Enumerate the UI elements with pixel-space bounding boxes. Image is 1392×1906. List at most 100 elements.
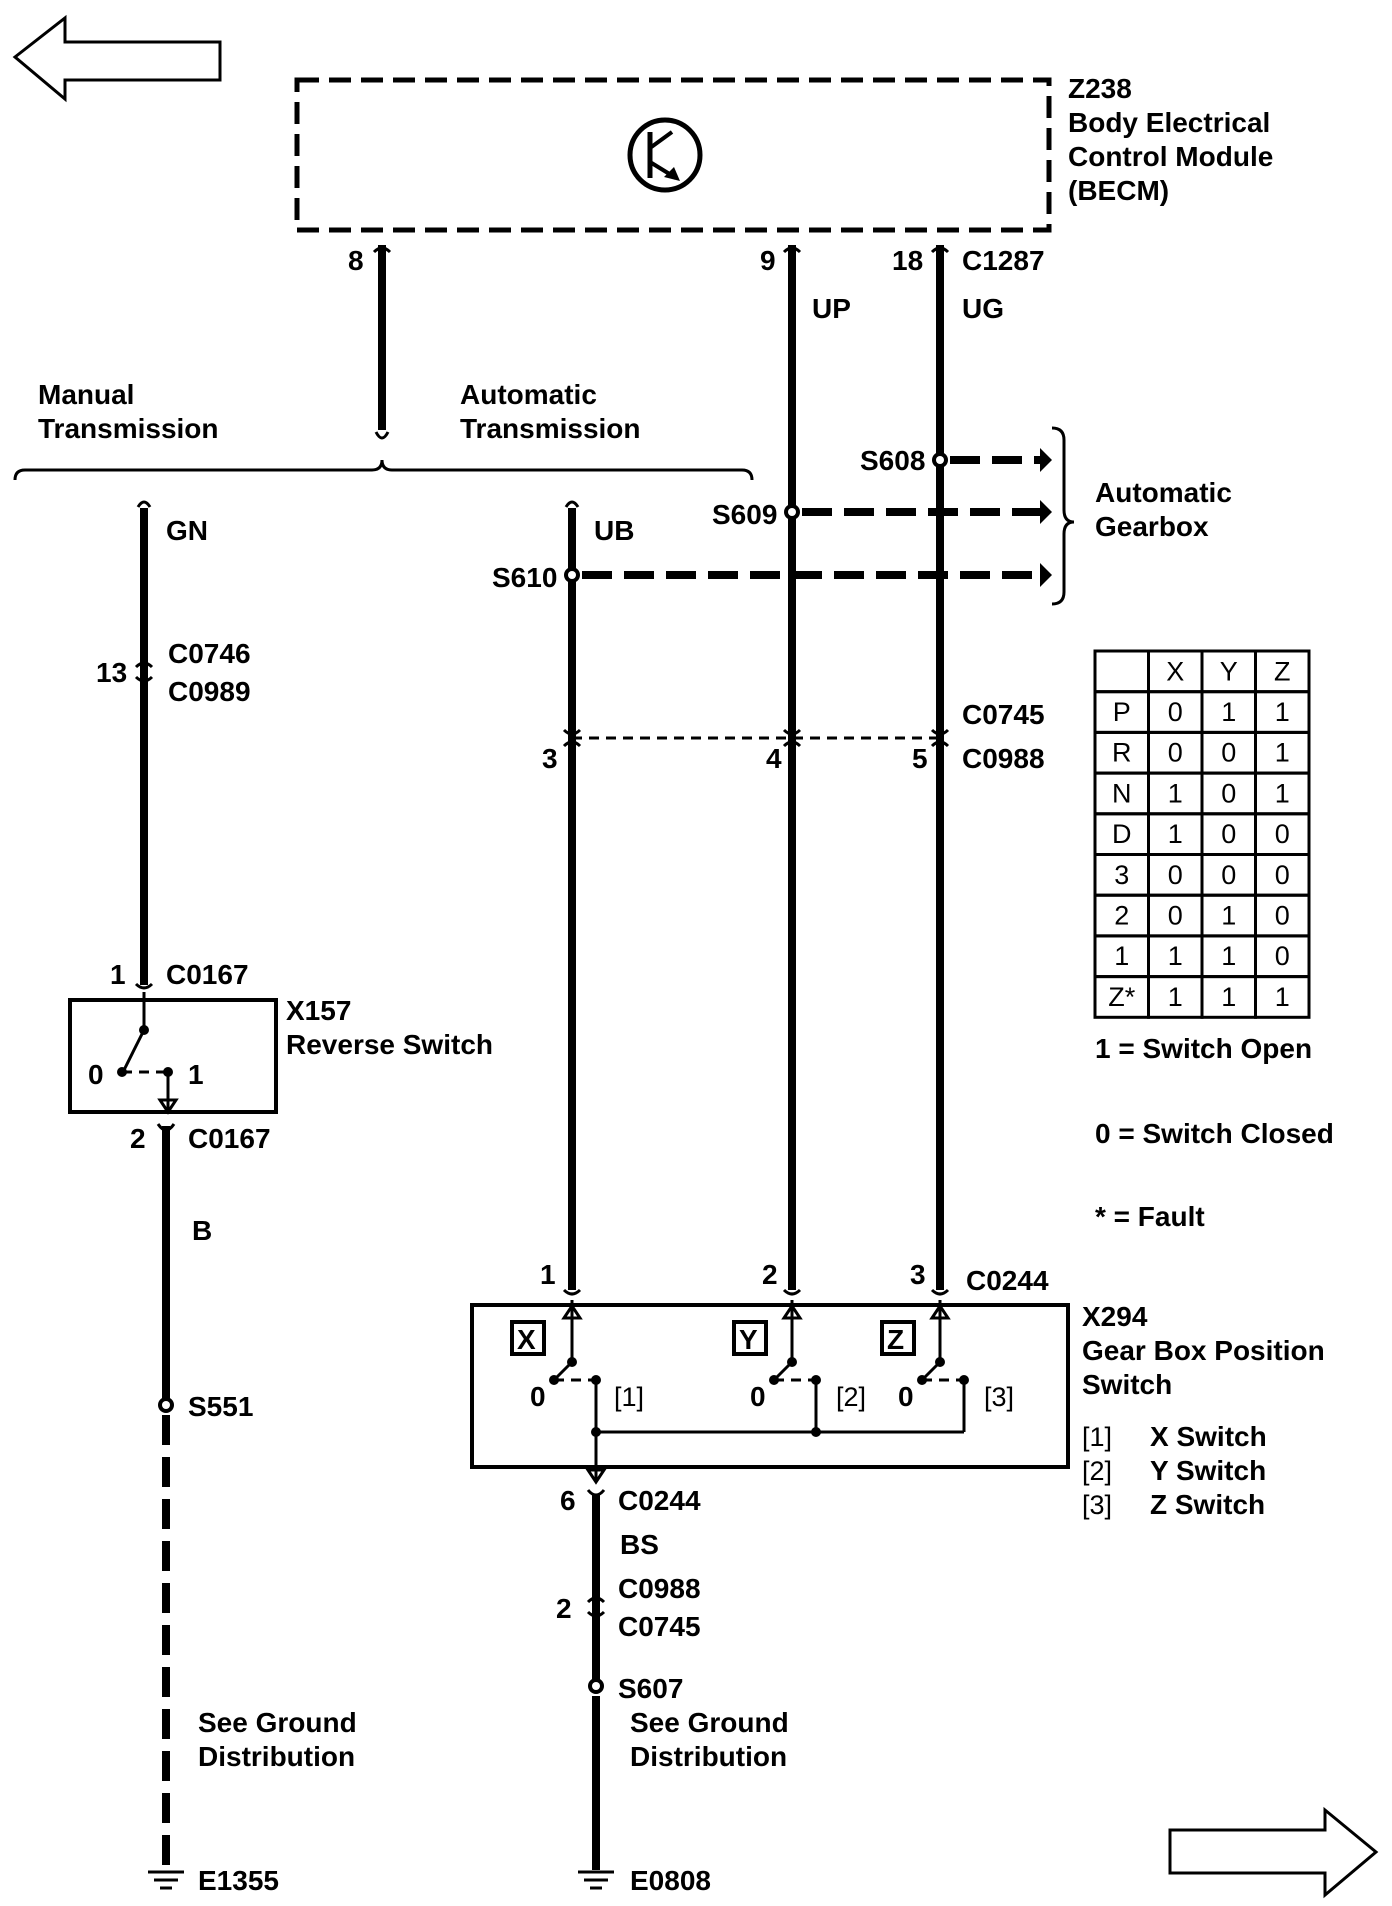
connector-c0746: C0746 [168, 638, 251, 669]
c0244-top: C0244 [966, 1265, 1049, 1296]
c0244-pin3: 3 [910, 1259, 926, 1290]
pin-5-c0745: 5 [912, 743, 928, 774]
y-switch-zero: 0 [750, 1381, 766, 1412]
transmission-bracket [13, 459, 754, 481]
reverse-switch-id: X157 [286, 995, 351, 1026]
ground-left-line1: See Ground [198, 1707, 357, 1738]
becm-name-line3: (BECM) [1068, 175, 1169, 206]
table-cell: 1 [1221, 941, 1236, 971]
connector-c0989: C0989 [168, 676, 251, 707]
table-cell: 1 [1275, 738, 1290, 768]
reverse-switch-pos0: 0 [88, 1059, 104, 1090]
wire-label-ug: UG [962, 293, 1004, 324]
table-cell: P [1113, 697, 1131, 727]
c0167-top: C0167 [166, 959, 249, 990]
table-cell: N [1112, 778, 1132, 808]
c0244-pin2: 2 [762, 1259, 778, 1290]
ground-right-line1: See Ground [630, 1707, 789, 1738]
table-header-cell: Z [1274, 656, 1291, 686]
becm-name-line2: Control Module [1068, 141, 1273, 172]
position-switch-name-line1: Gear Box Position [1082, 1335, 1325, 1366]
legend-name-1: X Switch [1150, 1421, 1267, 1452]
table-cell: 0 [1275, 860, 1290, 890]
c0244-pin1: 1 [540, 1259, 556, 1290]
next-page-arrow-icon[interactable] [1168, 1806, 1379, 1899]
ground-e0808-icon [578, 1870, 614, 1890]
manual-transmission-line1: Manual [38, 379, 134, 410]
manual-transmission-line2: Transmission [38, 413, 219, 444]
becm-pin-8: 8 [348, 245, 364, 276]
c0167-pin1: 1 [110, 959, 126, 990]
z-switch-ref: [3] [984, 1382, 1014, 1412]
ground-e0808: E0808 [630, 1865, 711, 1896]
automatic-gearbox-line1: Automatic [1095, 477, 1232, 508]
table-cell: 1 [1168, 982, 1183, 1012]
connector-c0988-lower: C0988 [618, 1573, 701, 1604]
x-switch-zero: 0 [530, 1381, 546, 1412]
reverse-switch-name: Reverse Switch [286, 1029, 493, 1060]
legend-ref-3: [3] [1082, 1490, 1112, 1520]
table-cell: 1 [1221, 901, 1236, 931]
table-cell: 0 [1168, 697, 1183, 727]
pin-13: 13 [96, 657, 127, 688]
table-cell: 1 [1275, 778, 1290, 808]
automatic-transmission-line2: Transmission [460, 413, 641, 444]
table-cell-border [1093, 649, 1150, 694]
y-switch-label-box [732, 1320, 768, 1356]
z-switch-zero: 0 [898, 1381, 914, 1412]
table-header-cell: Y [1220, 656, 1238, 686]
becm-id: Z238 [1068, 73, 1132, 104]
x-switch-ref: [1] [614, 1382, 644, 1412]
becm-name-line1: Body Electrical [1068, 107, 1270, 138]
connector-c0745: C0745 [962, 699, 1045, 730]
pin-2-lower: 2 [556, 1593, 572, 1624]
table-cell: 1 [1114, 941, 1129, 971]
table-cell: 0 [1221, 738, 1236, 768]
splice-s607: S607 [618, 1673, 683, 1704]
splice-s610: S610 [492, 562, 557, 593]
position-switch-id: X294 [1082, 1301, 1148, 1332]
transistor-icon [627, 117, 703, 193]
table-cell: Z* [1108, 982, 1135, 1012]
wire-label-up: UP [812, 293, 851, 324]
gearbox-brace [1051, 426, 1075, 606]
table-cell: 1 [1221, 982, 1236, 1012]
previous-page-arrow-icon[interactable] [12, 14, 222, 103]
wire-label-gn: GN [166, 515, 208, 546]
table-cell: 0 [1168, 738, 1183, 768]
y-switch-ref: [2] [836, 1382, 866, 1412]
becm-pin-18: 18 [892, 245, 923, 276]
z-switch-label: Z [887, 1324, 904, 1355]
automatic-transmission-line1: Automatic [460, 379, 597, 410]
table-cell: 1 [1275, 697, 1290, 727]
wire-label-ub: UB [594, 515, 634, 546]
table-cell: 1 [1168, 941, 1183, 971]
table-cell: R [1112, 738, 1132, 768]
becm-module-box [294, 77, 1052, 233]
position-switch-name-line2: Switch [1082, 1369, 1172, 1400]
becm-pin-9: 9 [760, 245, 776, 276]
pin-4-c0745: 4 [766, 743, 782, 774]
ground-left-line2: Distribution [198, 1741, 355, 1772]
table-cell-border [1254, 975, 1311, 1019]
table-cell: 0 [1275, 819, 1290, 849]
reverse-switch-pos1: 1 [188, 1059, 204, 1090]
becm-connector-c1287: C1287 [962, 245, 1045, 276]
wire-label-b: B [192, 1215, 212, 1246]
table-header-cell: X [1166, 656, 1184, 686]
table-cell: 3 [1114, 860, 1129, 890]
legend-switch-open: 1 = Switch Open [1095, 1033, 1312, 1064]
reverse-switch-box [68, 998, 278, 1114]
c0244-bottom: C0244 [618, 1485, 701, 1516]
legend-name-2: Y Switch [1150, 1455, 1266, 1486]
table-cell: 1 [1221, 697, 1236, 727]
splice-s609: S609 [712, 499, 777, 530]
splice-s551: S551 [188, 1391, 253, 1422]
legend-switch-closed: 0 = Switch Closed [1095, 1118, 1334, 1149]
position-switch-box [470, 1303, 1070, 1469]
table-cell: 0 [1275, 941, 1290, 971]
table-cell: 0 [1221, 819, 1236, 849]
